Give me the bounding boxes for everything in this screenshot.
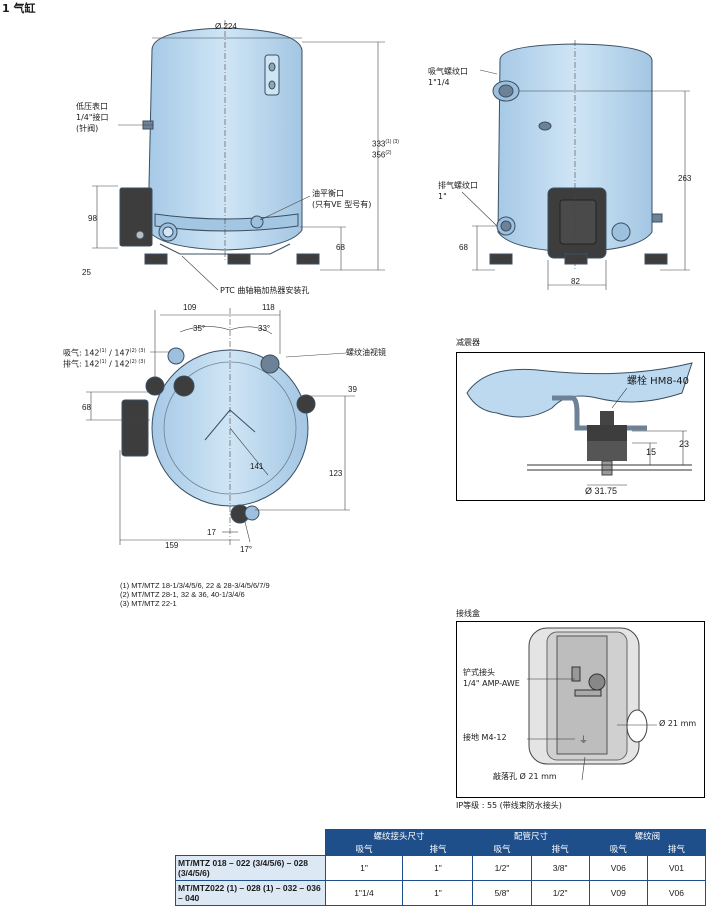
sub-header: 吸气: [324, 842, 404, 856]
table-cell: 1": [402, 880, 474, 906]
damper-dim-15: 15: [646, 447, 657, 457]
top-dim-109: 109: [183, 303, 197, 312]
front-view: [119, 27, 320, 265]
sub-header: 吸气: [472, 842, 532, 856]
earth-label: 接地 M4-12: [463, 733, 507, 742]
table-cell: V09: [588, 880, 648, 906]
sight-glass-label: 螺纹油视镜: [346, 348, 386, 357]
table-cell: V06: [646, 880, 707, 906]
front-dim-68: 68: [336, 243, 345, 252]
front-dims: [92, 20, 385, 291]
top-dim-68: 68: [82, 403, 91, 412]
damper-panel: 螺栓 HM8-40 23 15 Ø 31.75: [456, 352, 705, 501]
ip-rating: IP等级 : 55 (带线束防水接头): [456, 801, 562, 810]
side-view: [489, 43, 668, 265]
svg-text:⏚: ⏚: [579, 735, 588, 746]
junction-box-drawing: ⏚: [527, 627, 657, 781]
front-dia-label: Ø 224: [215, 22, 237, 31]
spade-label-1: 铲式接头: [463, 668, 495, 677]
suction-port-label-2: 1"1/4: [428, 78, 450, 87]
group-header-thread: 螺纹接头尺寸: [324, 829, 474, 843]
hole-label: Ø 21 mm: [659, 719, 697, 728]
table-cell: 1"1/4: [324, 880, 404, 906]
footnote-2: (2) MT/MTZ 28-1, 32 & 36, 40-1/3/4/6: [120, 590, 245, 599]
model-cell: MT/MTZ022 (1) – 028 (1) – 032 – 036 – 04…: [175, 880, 326, 906]
front-dim-25: 25: [82, 268, 91, 277]
junction-box-heading: 接线盒: [456, 609, 480, 618]
table-cell: V06: [588, 855, 648, 881]
top-dim-159: 159: [165, 541, 179, 550]
footnote-1: (1) MT/MTZ 18-1/3/4/5/6, 22 & 28-3/4/5/6…: [120, 581, 270, 590]
top-suction-label: 吸气: 142(1) / 147(2) (3): [63, 348, 146, 358]
table-cell: 5/8": [472, 880, 532, 906]
oil-port-label-2: (只有VE 型号有): [312, 200, 372, 209]
ptc-note: PTC 曲轴箱加热器安装孔: [220, 286, 310, 295]
table-cell: 1": [402, 855, 474, 881]
sub-header: 吸气: [588, 842, 648, 856]
side-dim-82: 82: [571, 277, 580, 286]
front-dim-98: 98: [88, 214, 97, 223]
bolt-label: 螺栓 HM8-40: [627, 376, 690, 387]
top-discharge-label: 排气: 142(1) / 142(2) (3): [63, 359, 146, 369]
page-title: 1 气缸: [2, 2, 36, 15]
table-cell: 1/2": [530, 880, 590, 906]
group-header-valve: 螺纹阀: [588, 829, 707, 843]
table-cell: 1": [324, 855, 404, 881]
side-dims: [461, 40, 690, 290]
top-dim-17b: 17°: [240, 545, 253, 554]
knockout-label: 敲落孔 Ø 21 mm: [493, 772, 557, 781]
spec-table: 螺纹接头尺寸 配管尺寸 螺纹阀 吸气 排气 吸气 排气 吸气 排气 MT/MTZ…: [175, 829, 707, 906]
suction-port-label-1: 吸气螺纹口: [428, 67, 468, 76]
top-dim-39: 39: [348, 385, 357, 394]
low-pressure-port-label-2: 1/4"接口: [76, 113, 109, 122]
top-view: [121, 347, 316, 524]
top-angle-33: 33°: [258, 324, 271, 333]
damper-drawing: [466, 362, 693, 486]
table-cell: 3/8": [530, 855, 590, 881]
damper-dim-23: 23: [679, 439, 690, 449]
height-333: 333(1) (3): [372, 139, 399, 149]
top-angle-35: 35°: [193, 324, 206, 333]
sub-header: 排气: [646, 842, 707, 856]
top-dim-141: 141: [250, 462, 264, 471]
table-row: MT/MTZ022 (1) – 028 (1) – 032 – 036 – 04…: [175, 880, 707, 906]
side-dim-263: 263: [678, 174, 692, 183]
damper-heading: 减震器: [456, 338, 480, 347]
top-dim-17a: 17: [207, 528, 216, 537]
top-dims: [86, 308, 355, 545]
top-dim-123: 123: [329, 469, 343, 478]
footnote-3: (3) MT/MTZ 22-1: [120, 599, 177, 608]
damper-dim-dia: Ø 31.75: [585, 486, 618, 496]
spade-label-2: 1/4" AMP-AWE: [463, 679, 520, 688]
sub-header: 排气: [402, 842, 474, 856]
group-header-pipe: 配管尺寸: [472, 829, 590, 843]
table-cell: 1/2": [472, 855, 532, 881]
top-dim-118: 118: [262, 303, 275, 312]
height-356: 356(2): [372, 150, 392, 160]
low-pressure-port-label-1: 低压表口: [76, 102, 108, 111]
model-cell: MT/MTZ 018 – 022 (3/4/5/6) – 028 (3/4/5/…: [175, 855, 326, 881]
low-pressure-port-label-3: (针阀): [76, 124, 99, 133]
side-dim-68: 68: [459, 243, 468, 252]
oil-port-label-1: 油平衡口: [312, 189, 344, 198]
table-cell: V01: [646, 855, 707, 881]
discharge-port-label-2: 1": [438, 192, 447, 201]
sub-header: 排气: [530, 842, 590, 856]
junction-box-panel: ⏚ 铲式接头 1/4" AMP-AWE 接地 M4-12 敲落孔 Ø 21 mm…: [456, 621, 705, 798]
footnotes: (1) MT/MTZ 18-1/3/4/5/6, 22 & 28-3/4/5/6…: [120, 581, 270, 608]
table-row: MT/MTZ 018 – 022 (3/4/5/6) – 028 (3/4/5/…: [175, 855, 707, 881]
discharge-port-label-1: 排气螺纹口: [438, 181, 478, 190]
